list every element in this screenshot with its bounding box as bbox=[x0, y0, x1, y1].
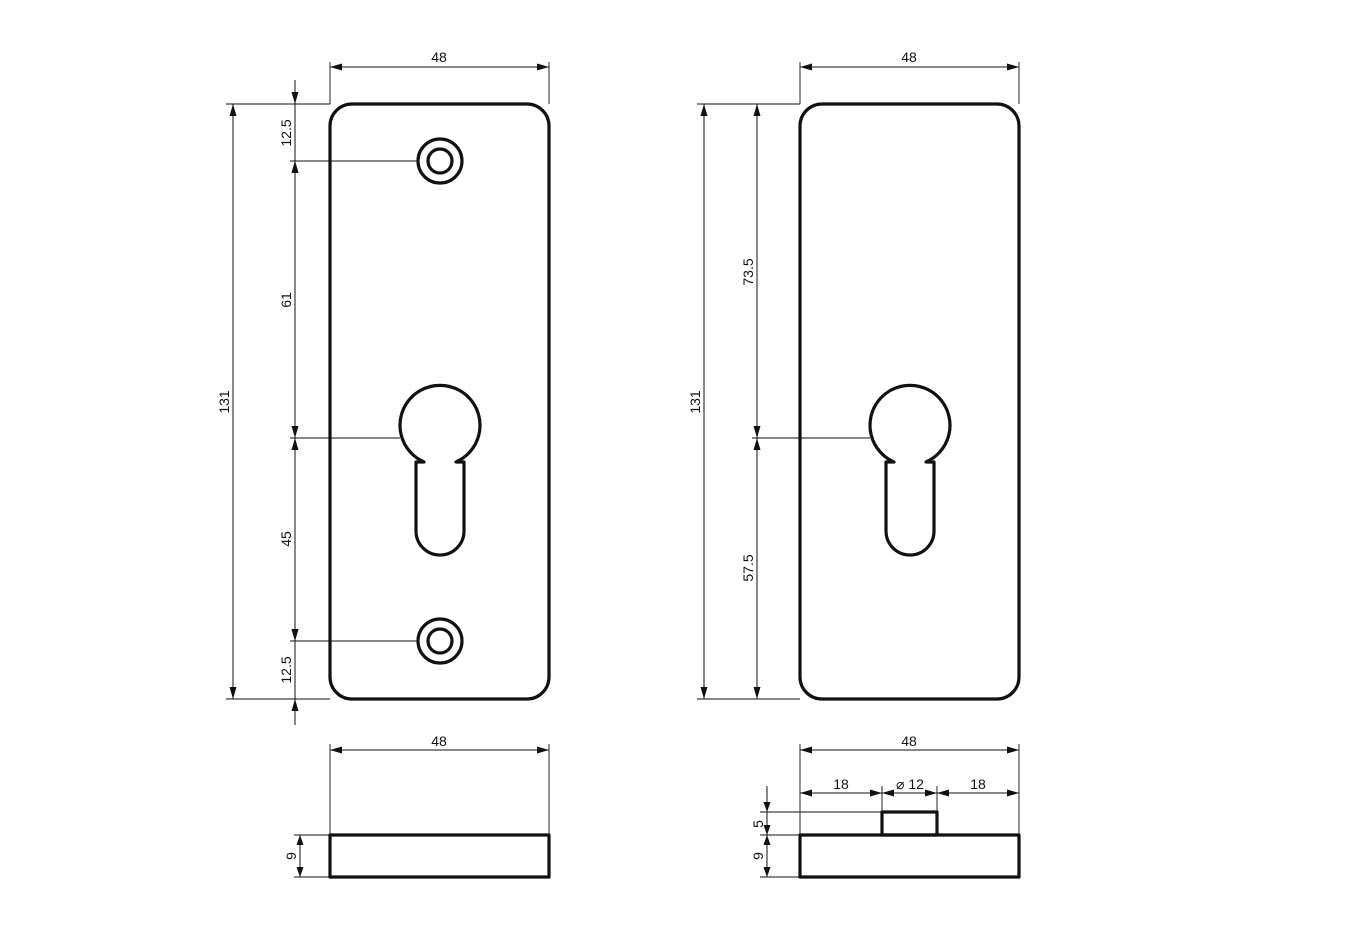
right-plate-front-view: 48 131 73.5 57.5 bbox=[687, 49, 1021, 701]
bottom-screw-hole bbox=[416, 617, 464, 665]
right-width-label: 48 bbox=[901, 49, 917, 65]
right-keyhole bbox=[868, 383, 952, 557]
left-screw-keyhole-label: 61 bbox=[278, 292, 294, 308]
left-side-thickness-dimension: 9 bbox=[283, 835, 304, 877]
right-side-width-label: 48 bbox=[901, 733, 917, 749]
right-side-boss-height-label: 5 bbox=[750, 820, 766, 828]
right-width-dimension: 48 bbox=[800, 49, 1019, 71]
left-side-view: 48 9 bbox=[283, 733, 551, 879]
left-bottom-offset-label: 12.5 bbox=[278, 656, 294, 683]
right-side-left-offset-label: 18 bbox=[833, 776, 849, 792]
left-chain-dimensions: 12.5 61 45 12.5 bbox=[278, 80, 299, 725]
right-side-right-offset-label: 18 bbox=[970, 776, 986, 792]
left-width-label: 48 bbox=[431, 49, 447, 65]
left-side-outline bbox=[328, 833, 551, 879]
right-height-label: 131 bbox=[687, 390, 703, 414]
right-height-dimension: 131 bbox=[687, 104, 708, 699]
top-screw-hole bbox=[416, 137, 464, 185]
left-side-thickness-label: 9 bbox=[283, 852, 299, 860]
right-side-width-dimension: 48 bbox=[800, 733, 1019, 754]
right-side-view: 48 18 ⌀ 12 18 5 9 bbox=[750, 733, 1021, 879]
left-plate-front-view: 48 131 12.5 61 45 12.5 bbox=[216, 49, 551, 725]
left-keyhole bbox=[398, 383, 482, 557]
right-side-offset-dimensions: 18 ⌀ 12 18 bbox=[800, 776, 1019, 797]
left-height-dimension: 131 bbox=[216, 104, 237, 699]
right-side-boss-diameter-label: ⌀ 12 bbox=[896, 776, 924, 792]
left-plate-outline bbox=[328, 102, 551, 701]
left-side-width-dimension: 48 bbox=[330, 733, 549, 754]
right-top-keyhole-label: 73.5 bbox=[740, 258, 756, 285]
left-width-dimension: 48 bbox=[330, 49, 549, 71]
right-side-outline bbox=[798, 833, 1021, 879]
left-keyhole-screw-label: 45 bbox=[278, 531, 294, 547]
right-side-height-dimensions: 5 9 bbox=[750, 786, 771, 877]
right-plate-outline bbox=[798, 102, 1021, 701]
right-chain-dimensions: 73.5 57.5 bbox=[740, 104, 761, 699]
right-keyhole-bottom-label: 57.5 bbox=[740, 554, 756, 581]
right-side-boss bbox=[880, 810, 939, 837]
right-side-thickness-label: 9 bbox=[750, 852, 766, 860]
left-side-width-label: 48 bbox=[431, 733, 447, 749]
left-top-offset-label: 12.5 bbox=[278, 119, 294, 146]
left-height-label: 131 bbox=[216, 390, 232, 414]
